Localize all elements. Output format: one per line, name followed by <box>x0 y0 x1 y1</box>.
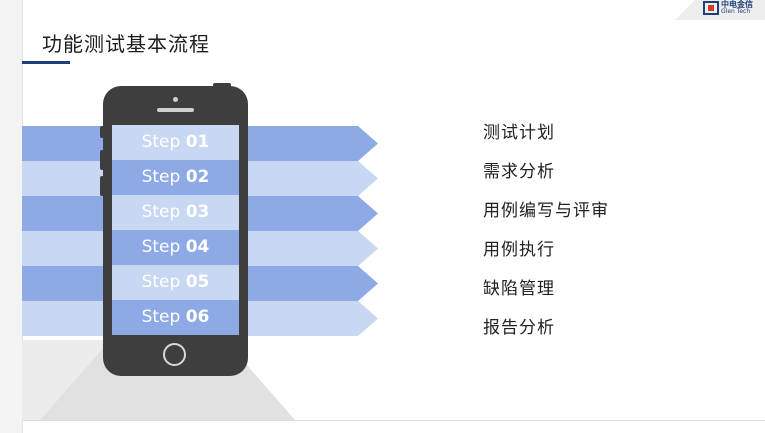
logo-mark-icon <box>703 1 719 15</box>
step-label: Step 04 <box>112 230 239 265</box>
step-label: Step 01 <box>112 125 239 160</box>
corner-decoration <box>675 0 765 20</box>
title-underline <box>22 61 70 64</box>
step-number: 06 <box>185 307 210 327</box>
step-prefix: Step <box>141 272 186 292</box>
home-button-icon <box>163 343 186 366</box>
phone-side-button-1 <box>100 126 104 138</box>
step-number: 01 <box>185 132 210 152</box>
step-label: Step 03 <box>112 195 239 230</box>
step-number: 04 <box>185 237 210 257</box>
process-item: 用例编写与评审 <box>483 201 609 221</box>
step-prefix: Step <box>141 237 186 257</box>
step-number: 03 <box>185 202 210 222</box>
speaker-slot <box>157 108 194 112</box>
step-label: Step 02 <box>112 160 239 195</box>
logo-text-en: Glen Tech <box>721 8 751 15</box>
step-label: Step 06 <box>112 300 239 335</box>
phone-side-button-3 <box>100 176 104 196</box>
step-number: 02 <box>185 167 210 187</box>
logo-text-cn: 中电金信 <box>721 0 753 9</box>
page-title: 功能测试基本流程 <box>42 32 210 56</box>
step-prefix: Step <box>141 202 186 222</box>
process-item: 用例执行 <box>483 240 555 260</box>
process-item: 报告分析 <box>483 318 555 338</box>
step-prefix: Step <box>141 307 186 327</box>
process-item: 缺陷管理 <box>483 279 555 299</box>
phone-side-button-2 <box>100 150 104 170</box>
step-prefix: Step <box>141 167 186 187</box>
process-item: 需求分析 <box>483 162 555 182</box>
phone-top-button <box>213 83 231 87</box>
camera-dot <box>173 97 178 102</box>
step-number: 05 <box>185 272 210 292</box>
deco-grey-1 <box>22 340 110 420</box>
bottom-line <box>22 420 765 421</box>
step-prefix: Step <box>141 132 186 152</box>
process-item: 测试计划 <box>483 123 555 143</box>
logo: 中电金信 Glen Tech <box>703 0 765 16</box>
step-label: Step 05 <box>112 265 239 300</box>
process-list: 测试计划需求分析用例编写与评审用例执行缺陷管理报告分析 <box>483 118 609 352</box>
